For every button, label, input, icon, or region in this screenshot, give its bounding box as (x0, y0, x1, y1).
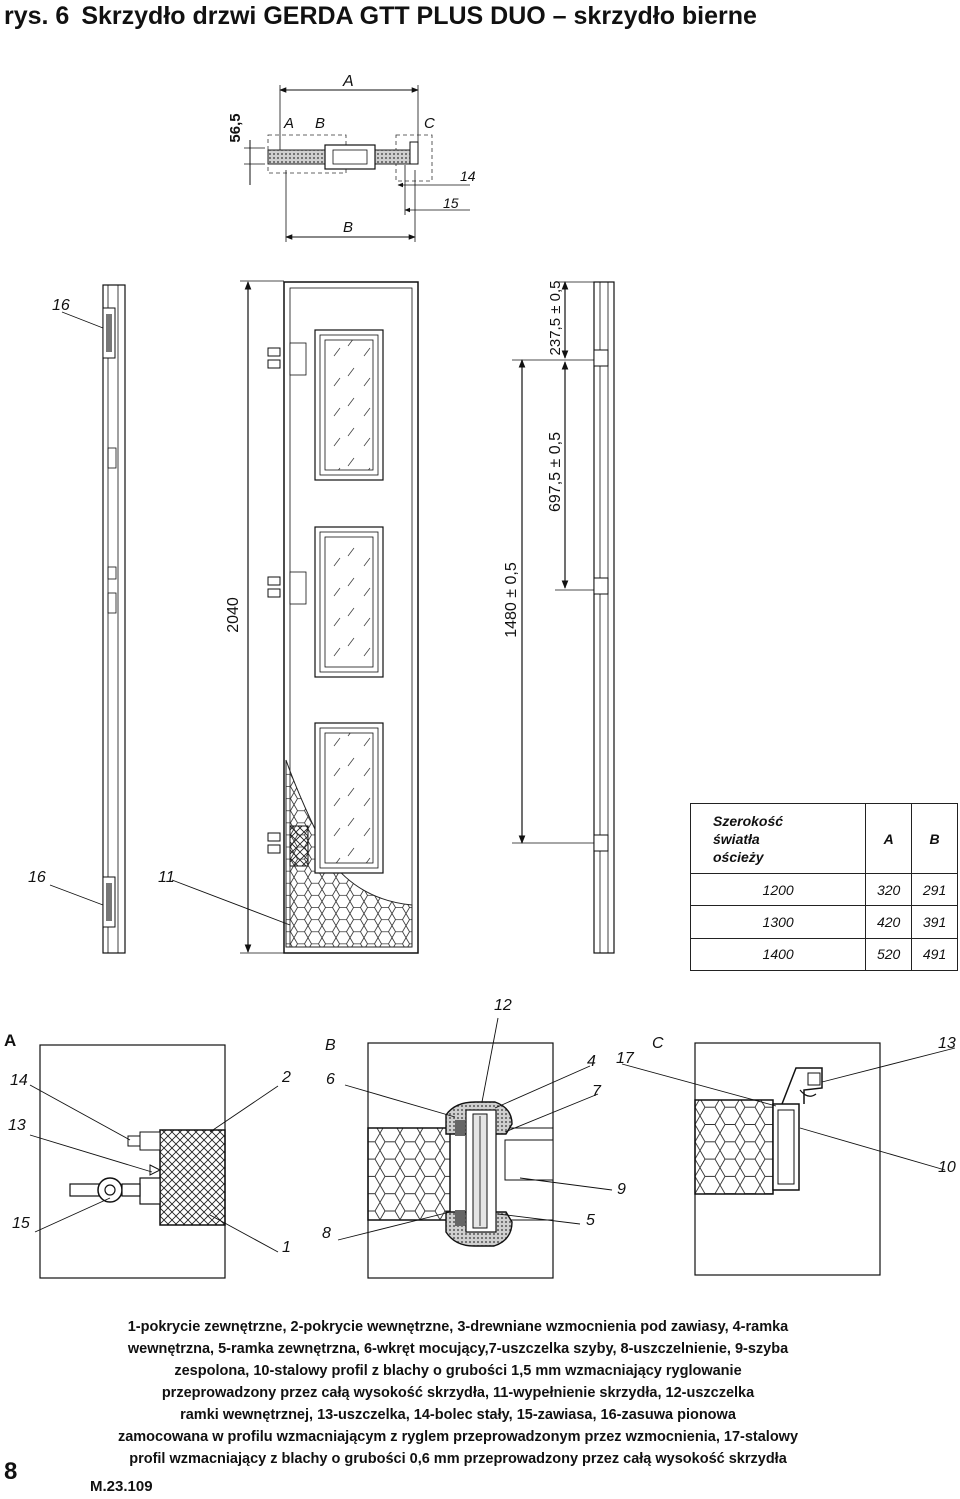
glass-panel-top (314, 329, 384, 481)
detail-a-callout-13: 13 (8, 1117, 26, 1134)
legend-line: zamocowana w profilu wzmacniającym z ryg… (117, 1429, 799, 1445)
dim-b-label: B (343, 219, 353, 236)
detail-b-callout-5: 5 (586, 1212, 595, 1229)
detail-b-title: B (325, 1037, 336, 1054)
detail-c: C 17 13 10 (616, 1035, 956, 1276)
legend-line: 1-pokrycie zewnętrzne, 2-pokrycie wewnęt… (127, 1319, 789, 1335)
detail-c-title: C (652, 1035, 664, 1052)
detail-c-callout-17: 17 (616, 1050, 635, 1067)
detail-b-callout-4: 4 (587, 1053, 596, 1070)
dim-1480: 1480 ± 0,5 (503, 562, 520, 638)
detail-a-callout-2: 2 (281, 1069, 291, 1086)
table-row: 1300 420 391 (689, 905, 958, 939)
table-header-a: A (865, 803, 913, 874)
detail-a: A 14 13 15 2 1 (4, 1031, 291, 1279)
detail-c-callout-10: 10 (938, 1159, 956, 1176)
detail-c-callout-13: 13 (938, 1035, 956, 1052)
detail-a-callout-15: 15 (12, 1215, 30, 1232)
top-cross-section: A 56,5 A B C 14 15 B (227, 73, 476, 242)
table-header-width: Szerokość światła ościeży (689, 803, 867, 874)
callout-15-top: 15 (443, 195, 459, 211)
dim-a-label: A (342, 73, 354, 90)
figure-title: rys. 6 Skrzydło drzwi GERDA GTT PLUS DUO … (4, 2, 757, 31)
right-edge-view (593, 281, 615, 954)
detail-a-callout-14: 14 (10, 1072, 28, 1089)
document-code: M.23.109 (90, 1478, 153, 1495)
hinge-middle (267, 571, 307, 605)
detail-b: B 12 6 8 4 7 9 5 (322, 997, 626, 1279)
callout-16-bottom: 16 (28, 869, 46, 886)
dim-56-5: 56,5 (227, 113, 244, 142)
detail-b-callout-9: 9 (617, 1181, 626, 1198)
legend-line: ramki wewnętrznej, 13-uszczelka, 14-bole… (180, 1407, 736, 1423)
legend-line: wewnętrzna, 5-ramka zewnętrzna, 6-wkręt … (127, 1341, 789, 1357)
table-header-b: B (911, 803, 958, 874)
legend-line: profil wzmacniający z blachy o grubości … (129, 1451, 787, 1467)
door-elevation: 2040 (158, 280, 419, 954)
legend-line: zespolona, 10-stalowy profil z blachy o … (174, 1363, 742, 1379)
glass-panel-middle (314, 526, 384, 678)
left-edge-view: 16 16 (28, 284, 126, 954)
dimensions-table: Szerokość światła ościeży A B 1200 320 2… (689, 803, 958, 972)
table-row: 1200 320 291 (689, 872, 958, 907)
dim-2040: 2040 (225, 597, 242, 633)
callout-14-top: 14 (460, 168, 476, 184)
section-c-label: C (424, 115, 435, 132)
page-number: 8 (4, 1458, 18, 1485)
parts-legend: 1-pokrycie zewnętrzne, 2-pokrycie wewnęt… (48, 1316, 868, 1470)
detail-b-callout-12: 12 (494, 997, 512, 1014)
hinge-top (267, 342, 307, 376)
detail-a-title: A (4, 1031, 16, 1050)
dim-697-5: 697,5 ± 0,5 (547, 432, 564, 512)
detail-b-callout-8: 8 (322, 1225, 331, 1242)
dim-237-5: 237,5 ± 0,5 (547, 281, 564, 356)
hinge-bottom (267, 832, 281, 854)
detail-a-callout-1: 1 (282, 1239, 291, 1256)
vertical-dimensions: 1480 ± 0,5 237,5 ± 0,5 697,5 ± 0,5 (503, 281, 595, 844)
section-a-label: A (283, 115, 294, 132)
legend-line: przeprowadzony przez całą wysokość skrzy… (161, 1385, 755, 1401)
figure-title-text: Skrzydło drzwi GERDA GTT PLUS DUO – skrz… (81, 2, 757, 30)
glass-panel-bottom (314, 722, 384, 874)
callout-11: 11 (158, 869, 175, 886)
table-row: 1400 520 491 (689, 937, 958, 972)
detail-b-callout-7: 7 (592, 1083, 602, 1100)
section-b-label: B (315, 115, 325, 132)
detail-b-callout-6: 6 (326, 1071, 335, 1088)
figure-number: rys. 6 (4, 2, 70, 30)
callout-16-top: 16 (52, 297, 70, 314)
